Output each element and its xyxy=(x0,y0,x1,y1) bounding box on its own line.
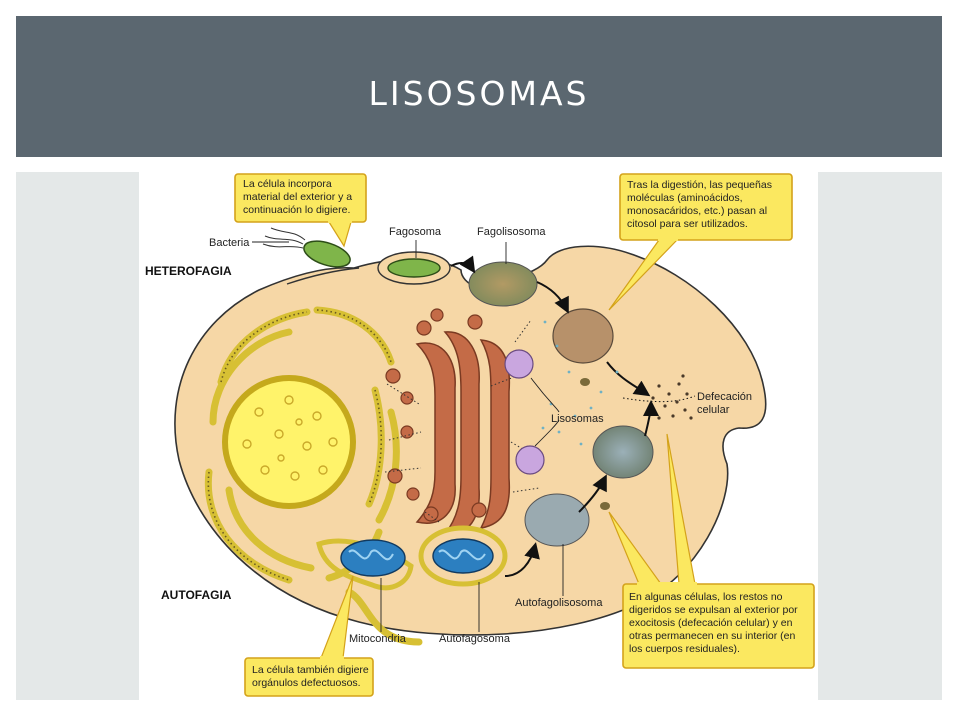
autofagolisosoma xyxy=(524,493,590,547)
mitocondria xyxy=(316,538,414,591)
svg-text:Tras la digestión, las pequeña: Tras la digestión, las pequeñasmoléculas… xyxy=(627,179,772,230)
label-fagosoma: Fagosoma xyxy=(389,226,442,238)
label-defecacion-1: Defecación xyxy=(697,391,752,403)
callout-digestion-line-3: monosacáridos, etc.) pasan al xyxy=(627,205,767,217)
label-mitocondria: Mitocondria xyxy=(349,633,407,645)
phagocytic-cup xyxy=(286,267,360,285)
small-molecules xyxy=(541,320,619,446)
section-heterofagia: HETEROFAGIA xyxy=(145,264,232,278)
callout-restos-line-1: En algunas células, los restos no xyxy=(629,591,783,603)
autofagosoma xyxy=(418,525,508,587)
label-defecacion-2: celular xyxy=(697,404,730,416)
slide-title: LISOSOMAS xyxy=(368,74,590,113)
callout-digestion-line-2: moléculas (aminoácidos, xyxy=(627,192,743,204)
defecation-particles xyxy=(651,374,693,420)
callout-organulos-line-2: orgánulos defectuosos. xyxy=(252,677,361,689)
callout-organulos-line-1: La célula también digiere xyxy=(252,664,369,676)
callout-incorpora-line-2: material del exterior y a xyxy=(243,191,352,203)
callout-digestion-line-1: Tras la digestión, las pequeñas xyxy=(627,179,772,191)
fagolisosoma xyxy=(468,261,538,307)
title-bar: LISOSOMAS xyxy=(16,16,942,157)
callout-restos-line-2: digeridos se expulsan al exterior por xyxy=(629,604,798,616)
fagosoma-bacteria xyxy=(387,258,441,278)
residual-body xyxy=(592,425,654,479)
callout-digestion-line-4: citosol para ser utilizados. xyxy=(627,218,748,230)
label-bacteria: Bacteria xyxy=(209,237,250,249)
bacteria xyxy=(303,240,351,268)
section-autofagia: AUTOFAGIA xyxy=(161,588,232,602)
callout-restos-line-5: los cuerpos residuales). xyxy=(629,643,740,655)
label-lisosomas: Lisosomas xyxy=(551,413,604,425)
svg-text:En algunas células, los restos: En algunas células, los restos nodigerid… xyxy=(629,591,798,655)
callout-incorpora-line-1: La célula incorpora xyxy=(243,178,332,190)
callout-restos-line-4: otras permanecen en su interior (en xyxy=(629,630,795,642)
callout-restos-line-3: exocitosis (defecación celular) y en xyxy=(629,617,793,629)
label-autofagolisosoma: Autofagolisosoma xyxy=(515,597,603,609)
lisosoma-lower xyxy=(515,445,545,475)
golgi-vesicles xyxy=(385,308,487,522)
digestion-body xyxy=(552,308,614,364)
callout-incorpora-line-3: continuación lo digiere. xyxy=(243,204,350,216)
label-autofagosoma: Autofagosoma xyxy=(439,633,511,645)
lisosoma-upper xyxy=(504,349,534,379)
label-fagolisosoma: Fagolisosoma xyxy=(477,226,546,238)
